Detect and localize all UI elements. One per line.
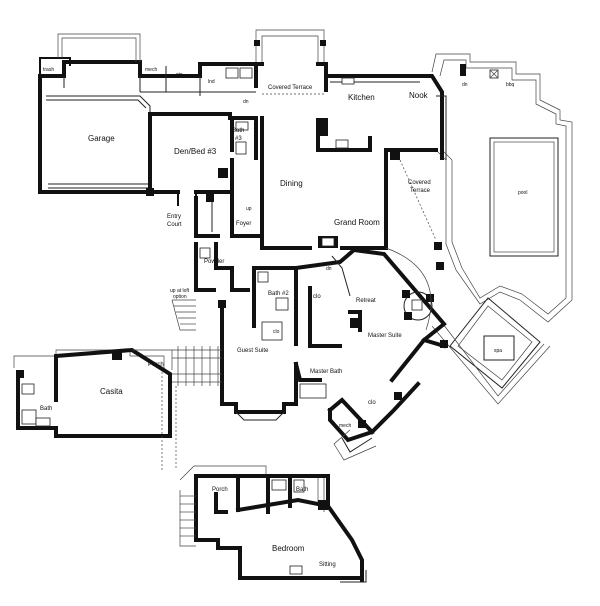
label-mech-top: mech (145, 67, 157, 73)
label-bath-bottom: Bath (296, 487, 308, 493)
label-bath3-b: #3 (235, 136, 242, 142)
room-labels: trash mech sto lnd Covered Terrace dn dn… (40, 67, 527, 568)
label-spa: spa (494, 348, 502, 354)
main-house (38, 29, 448, 461)
label-sto: sto (176, 72, 183, 78)
label-retreat: Retreat (356, 298, 376, 304)
label-entry-court-b: Court (167, 222, 182, 228)
label-foyer: Foyer (236, 221, 251, 227)
label-master-bath: Master Bath (310, 369, 342, 375)
label-clo-master: clo (368, 400, 376, 406)
label-garage: Garage (88, 134, 115, 143)
lower-level (179, 465, 367, 583)
label-lnd: lnd (208, 79, 215, 85)
label-up: up (246, 206, 252, 212)
pool (489, 137, 559, 257)
label-den-bed3: Den/Bed #3 (174, 147, 217, 156)
label-covered-terrace-b: Terrace (410, 188, 431, 194)
label-master-suite: Master Suite (368, 333, 402, 339)
label-porch-bottom: Porch (212, 487, 228, 493)
label-bath2: Bath #2 (268, 291, 289, 297)
label-bedroom: Bedroom (272, 544, 305, 553)
label-clo-left: clo (313, 294, 321, 300)
label-dining: Dining (280, 179, 303, 188)
label-casita: Casita (100, 387, 123, 396)
label-trash: trash (43, 67, 54, 73)
label-dn-center: dn (326, 266, 332, 272)
label-clo-bath2: clo (273, 329, 280, 335)
label-bath3-a: Bath (232, 128, 244, 134)
label-nook: Nook (409, 91, 429, 100)
label-pool: pool (518, 190, 527, 196)
stair-lower (179, 490, 196, 547)
label-bbq: bbq (506, 82, 515, 88)
label-porch-casita: Porch (148, 362, 164, 368)
fireplace-round (402, 290, 434, 321)
label-dn-right: dn (462, 82, 468, 88)
stair-loft (171, 299, 196, 331)
label-up-loft-b: option (173, 294, 187, 300)
label-covered-terrace-top: Covered Terrace (268, 85, 313, 91)
label-mech-bottom: mech (339, 423, 351, 429)
pool-deck (431, 53, 573, 323)
label-covered-terrace-a: Covered (408, 180, 431, 186)
label-grand-room: Grand Room (334, 218, 380, 227)
label-bath-casita: Bath (40, 406, 52, 412)
label-guest-suite: Guest Suite (237, 348, 269, 354)
label-entry-court-a: Entry (167, 214, 181, 220)
label-up-loft-a: up at loft (170, 288, 190, 294)
label-dn-top: dn (243, 99, 249, 105)
casita (13, 346, 222, 470)
label-powder: Powder (204, 259, 224, 265)
spa (431, 297, 551, 405)
label-sitting: Sitting (319, 562, 336, 568)
label-kitchen: Kitchen (348, 93, 375, 102)
